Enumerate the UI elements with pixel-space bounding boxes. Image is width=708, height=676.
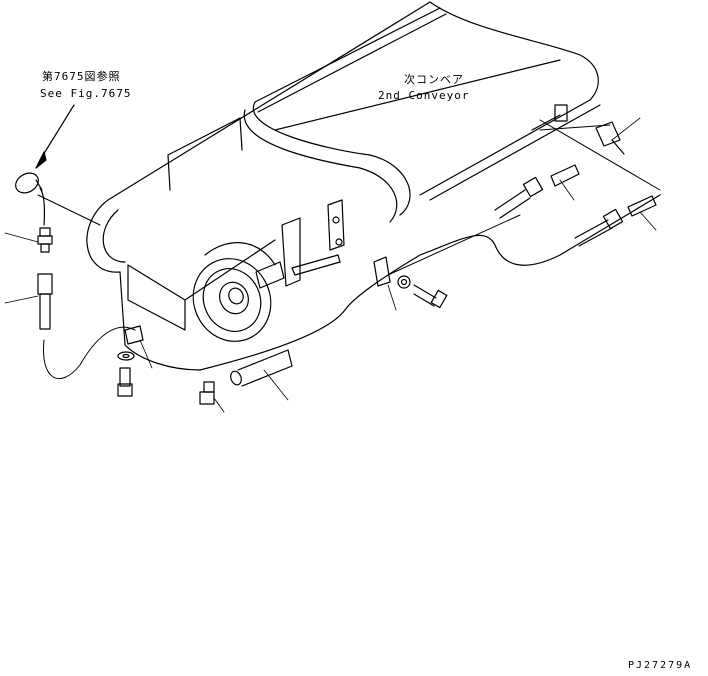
leader-arrow	[35, 104, 75, 169]
figure-reference-jp: 第7675図参照	[42, 70, 121, 83]
washer-bolt-left	[117, 339, 153, 397]
conveyor-label-en: 2nd Conveyor	[378, 89, 470, 102]
grease-nipple-left	[15, 172, 46, 226]
hose-far-right	[574, 195, 657, 247]
drawing-id: PJ27279A	[628, 660, 693, 671]
hose-left	[37, 273, 53, 330]
bolt-washer-center	[387, 275, 448, 311]
figure-reference-en: See Fig.7675	[40, 87, 132, 100]
conveyor-label-jp: 次コンベア	[404, 73, 464, 86]
conveyor-pulley	[192, 242, 285, 342]
leader-lines-left	[4, 232, 39, 304]
hose-lower	[230, 349, 293, 401]
mounting-brackets	[124, 199, 391, 345]
fitting-top-right	[531, 104, 641, 155]
hose-center-right	[494, 164, 580, 219]
adapter-left	[37, 227, 53, 253]
grease-hose-lines	[37, 119, 661, 380]
elbow-fitting	[199, 381, 225, 413]
conveyor-belt	[86, 1, 661, 371]
